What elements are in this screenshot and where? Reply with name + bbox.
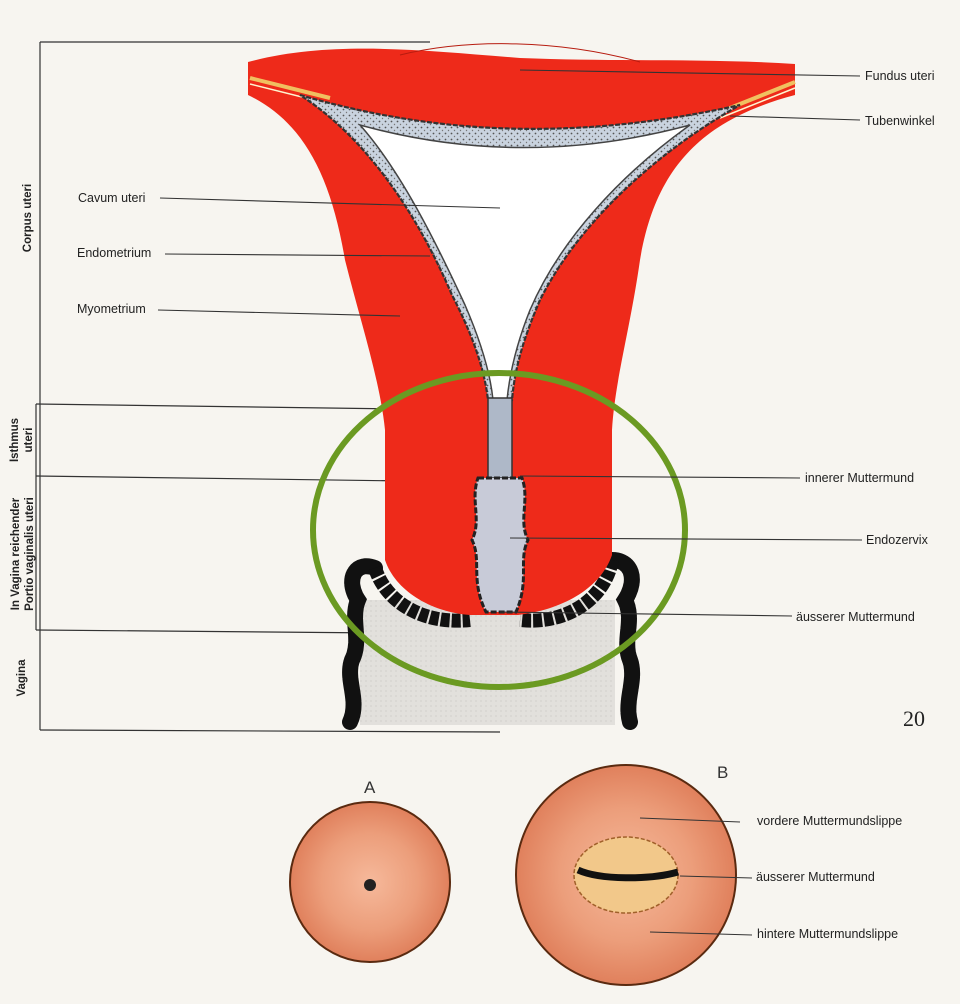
section-corpus-uteri: Corpus uteri — [22, 183, 34, 253]
section-isthmus-line2: uteri — [23, 427, 35, 453]
section-brackets — [35, 41, 501, 733]
endocervix-canal — [470, 476, 530, 614]
label-myometrium: Myometrium — [77, 302, 146, 316]
section-portio-line1: In Vagina reichender — [10, 497, 22, 611]
vagina-walls — [342, 552, 641, 730]
inset-b — [515, 764, 753, 986]
label-endozervix: Endozervix — [866, 533, 928, 547]
inset-a-letter: A — [364, 778, 376, 797]
label-ausserer-muttermund: äusserer Muttermund — [796, 610, 915, 624]
label-hintere-muttermundslippe: hintere Muttermundslippe — [757, 927, 899, 941]
label-cavum-uteri: Cavum uteri — [78, 191, 146, 205]
section-vagina: Vagina — [16, 659, 28, 697]
uterine-cavity — [357, 123, 691, 401]
section-portio-line2: Portio vaginalis uteri — [24, 497, 36, 611]
figure-number: 20 — [903, 706, 925, 731]
leader-lines — [157, 69, 863, 617]
isthmus-canal — [487, 397, 513, 479]
label-inset-ausserer-muttermund: äusserer Muttermund — [756, 870, 875, 884]
label-innerer-muttermund: innerer Muttermund — [805, 471, 915, 485]
inset-b-letter: B — [717, 763, 729, 782]
label-tubenwinkel: Tubenwinkel — [865, 114, 935, 128]
label-fundus-uteri: Fundus uteri — [865, 69, 935, 83]
label-endometrium: Endometrium — [77, 246, 152, 260]
label-vordere-muttermundslippe: vordere Muttermundslippe — [757, 814, 903, 828]
section-isthmus-line1: Isthmus — [9, 417, 21, 463]
highlight-circle — [310, 370, 688, 690]
inset-a — [289, 801, 451, 963]
